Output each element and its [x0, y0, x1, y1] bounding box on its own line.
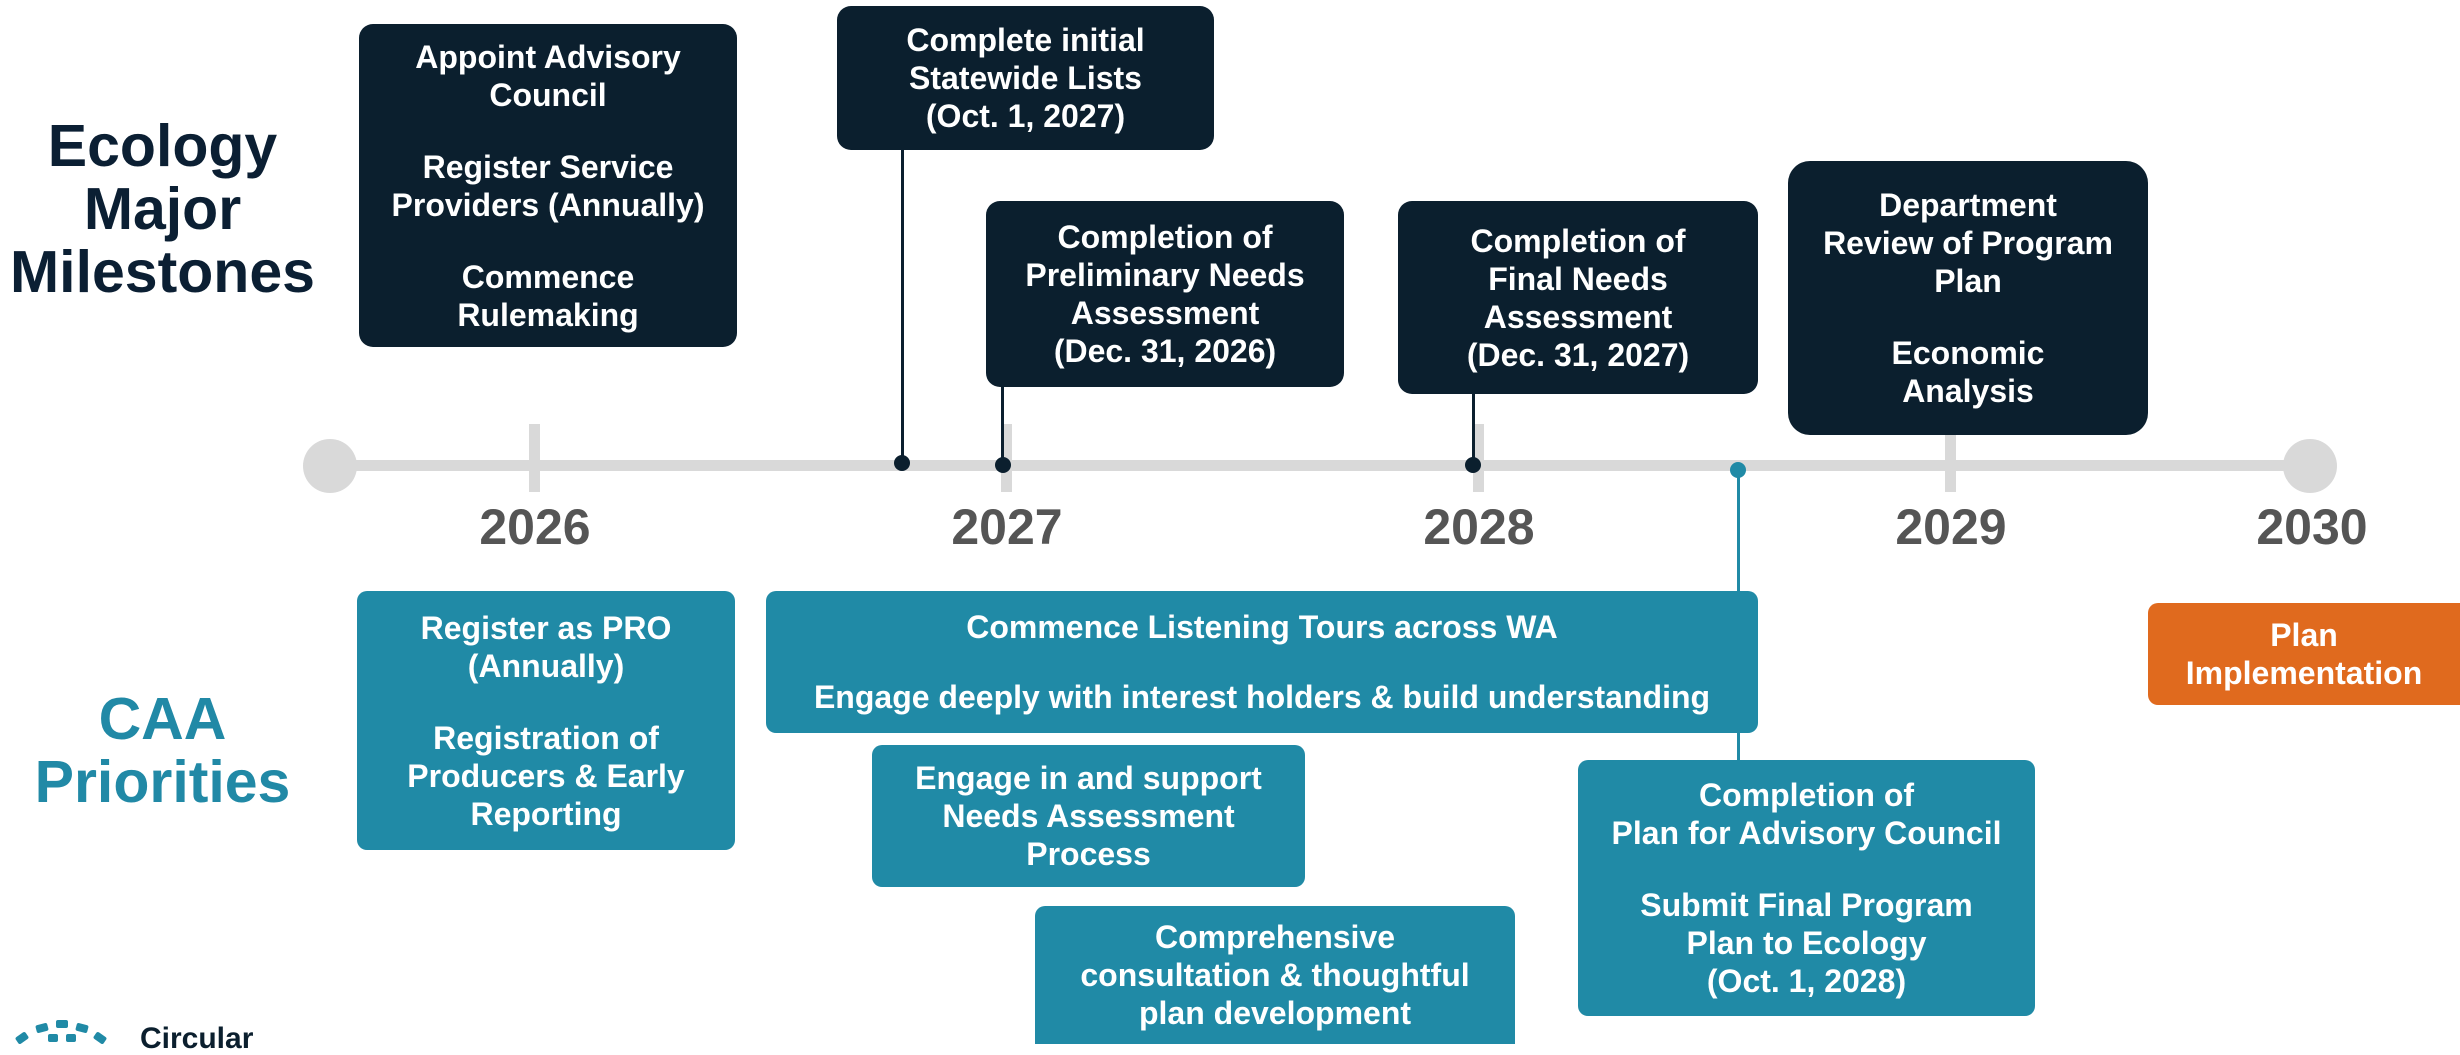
- box-text-line: Completion of: [1470, 222, 1686, 259]
- box-text-line: Plan: [2270, 617, 2338, 653]
- box-text-line: (Dec. 31, 2027): [1466, 336, 1690, 373]
- heading-line: Major: [83, 176, 242, 243]
- box-text-line: Register as PRO: [420, 609, 672, 646]
- box-text-line: Commence: [461, 258, 635, 295]
- heading-line: Ecology: [47, 113, 278, 179]
- heading-line: CAA: [98, 686, 227, 752]
- box-text-line: Rulemaking: [457, 296, 639, 333]
- box-text-line: Completion of: [1698, 777, 1915, 813]
- box-text-line: Registration of: [433, 719, 659, 756]
- box-text-line: Register Service: [422, 148, 674, 185]
- ecology-box-program-review: Department Review of Program Plan Econom…: [1788, 161, 2148, 435]
- box-text-line: Assessment: [1070, 295, 1260, 331]
- ecology-box-final-needs: Completion of Final Needs Assessment (De…: [1398, 201, 1758, 394]
- year-tick-2029: [1945, 424, 1956, 492]
- milestone-dot-final-program-plan: [1730, 462, 1746, 478]
- year-label-2028: 2028: [1423, 499, 1535, 555]
- year-label-2030: 2030: [2256, 499, 2368, 555]
- milestone-dot-preliminary-needs: [995, 457, 1011, 473]
- ecology-box-statewide-lists: Complete initial Statewide Lists (Oct. 1…: [837, 6, 1214, 150]
- box-text-line: Appoint Advisory: [415, 38, 681, 75]
- box-text-line: Completion of: [1057, 219, 1273, 255]
- caa-box-plan-implementation: Plan Implementation: [2148, 603, 2460, 705]
- caa-box-final-program-plan: Completion of Plan for Advisory Council …: [1578, 760, 2035, 1016]
- box-text-line: Engage deeply with interest holders & bu…: [813, 679, 1711, 715]
- box-text-line: Plan to Ecology: [1686, 925, 1927, 961]
- connector-preliminary-needs: [1001, 386, 1004, 464]
- year-tick-2026: [529, 424, 540, 492]
- circular-logo: Circular: [8, 1014, 253, 1054]
- box-text-line: Assessment: [1483, 298, 1673, 335]
- box-text-line: Implementation: [2185, 655, 2423, 691]
- circular-logo-icon: [15, 1020, 107, 1044]
- box-text-line: Plan: [1934, 263, 2002, 299]
- box-text-line: consultation & thoughtful: [1080, 957, 1470, 993]
- logo-text: Circular: [140, 1022, 254, 1055]
- box-text-line: Needs Assessment: [942, 798, 1235, 834]
- heading-line: Milestones: [10, 239, 315, 306]
- year-label-2026: 2026: [479, 499, 591, 555]
- ecology-box-advisory-council: Appoint Advisory Council Register Servic…: [359, 24, 737, 347]
- box-text-line: Plan for Advisory Council: [1611, 815, 2002, 851]
- caa-box-listening-tours: Commence Listening Tours across WA Engag…: [766, 591, 1758, 733]
- caa-priorities-heading: CAA Priorities: [0, 686, 325, 816]
- box-text-line: Submit Final Program: [1640, 887, 1973, 923]
- year-label-2027: 2027: [951, 499, 1063, 555]
- box-text-line: (Oct. 1, 2028): [1706, 963, 1907, 999]
- caa-box-register-pro: Register as PRO (Annually) Registration …: [357, 591, 735, 850]
- timeline-end-dot: [2283, 439, 2337, 493]
- box-text-line: Engage in and support: [915, 760, 1262, 796]
- heading-line: Priorities: [34, 749, 291, 816]
- milestone-dot-final-needs: [1465, 457, 1481, 473]
- box-text-line: Preliminary Needs: [1025, 257, 1305, 293]
- box-text-line: (Dec. 31, 2026): [1053, 333, 1277, 369]
- box-text-line: plan development: [1138, 995, 1412, 1031]
- box-text-line: Producers & Early: [407, 757, 685, 794]
- box-text-line: Providers (Annually): [391, 186, 705, 223]
- box-text-line: Analysis: [1902, 373, 2034, 409]
- ecology-box-preliminary-needs: Completion of Preliminary Needs Assessme…: [986, 201, 1344, 387]
- box-text-line: Commence Listening Tours across WA: [966, 609, 1558, 645]
- box-text-line: Department: [1879, 187, 2057, 223]
- box-text-line: Statewide Lists: [909, 60, 1142, 96]
- box-text-line: Reporting: [470, 795, 622, 832]
- connector-statewide-lists: [901, 148, 904, 462]
- box-text-line: Complete initial: [906, 22, 1145, 58]
- box-text-line: Economic: [1891, 335, 2045, 371]
- box-text-line: (Oct. 1, 2027): [925, 98, 1126, 134]
- connector-final-needs: [1472, 393, 1475, 464]
- year-tick-2028: [1473, 424, 1484, 492]
- ecology-major-milestones-heading: Ecology Major Milestones: [0, 113, 325, 306]
- box-text-line: Process: [1026, 836, 1151, 872]
- timeline-axis: [330, 460, 2310, 471]
- milestone-dot-statewide-lists: [894, 455, 910, 471]
- box-text-line: Final Needs: [1488, 260, 1668, 297]
- box-text-line: Council: [489, 76, 607, 113]
- timeline-start-dot: [303, 439, 357, 493]
- box-text-line: Review of Program: [1823, 225, 2113, 261]
- year-label-2029: 2029: [1895, 499, 2007, 555]
- box-text-line: Comprehensive: [1154, 919, 1396, 955]
- caa-box-plan-development: Comprehensive consultation & thoughtful …: [1035, 906, 1515, 1044]
- caa-box-needs-assessment-support: Engage in and support Needs Assessment P…: [872, 745, 1305, 887]
- box-text-line: (Annually): [467, 647, 625, 684]
